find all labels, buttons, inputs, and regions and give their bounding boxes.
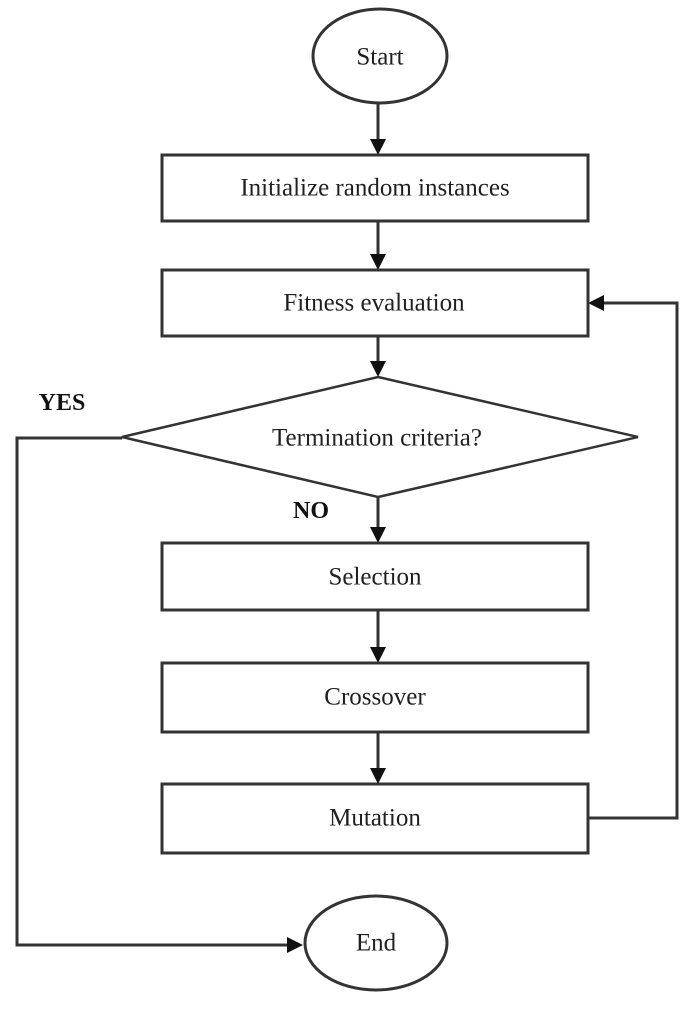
node-mutation-label: Mutation [329, 804, 421, 832]
node-crossover-label: Crossover [324, 683, 426, 711]
node-crossover [160, 661, 590, 734]
arrowhead-termination-to-end [287, 937, 303, 953]
node-initialize [160, 153, 590, 223]
arrowhead-fitness-to-termination [370, 361, 386, 377]
node-fitness-label: Fitness evaluation [283, 289, 465, 317]
arrowhead-selection-to-crossover [370, 647, 386, 663]
edge-termination-to-end [15, 436, 287, 947]
node-fitness [160, 268, 590, 338]
arrowhead-termination-to-selection [370, 527, 386, 543]
node-start [311, 7, 449, 105]
node-selection [160, 541, 590, 612]
node-termination-label: Termination criteria? [272, 424, 482, 452]
arrowhead-mutation-to-fitness [588, 295, 604, 311]
node-start-label: Start [356, 43, 404, 71]
branch-yes-label: YES [38, 390, 86, 416]
arrowhead-initialize-to-fitness [370, 254, 386, 270]
node-selection-label: Selection [328, 563, 422, 591]
node-mutation [160, 782, 590, 855]
arrowhead-start-to-initialize [370, 139, 386, 155]
node-initialize-label: Initialize random instances [240, 174, 510, 202]
arrowhead-crossover-to-mutation [370, 768, 386, 784]
node-end-label: End [355, 929, 397, 957]
branch-no-label: NO [293, 498, 329, 524]
node-termination [121, 375, 639, 499]
node-end [303, 894, 449, 992]
edge-mutation-to-fitness [588, 301, 679, 820]
